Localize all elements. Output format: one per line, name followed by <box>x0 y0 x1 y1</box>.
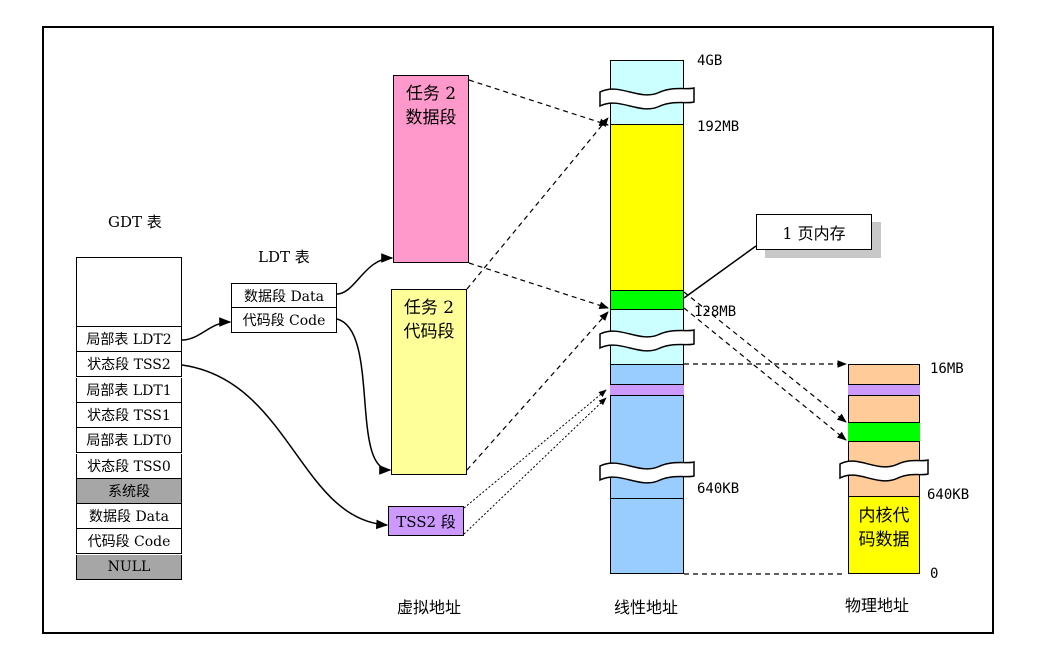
physical-label-0: 0 <box>930 566 939 582</box>
linear-yellow-region <box>610 124 684 290</box>
linear-break-low <box>599 460 695 484</box>
tss2-segment: TSS2 段 <box>388 506 464 536</box>
gdt-row: 数据段 Data <box>76 504 182 530</box>
linear-label-640kb: 640KB <box>697 481 740 497</box>
gdt-row: 状态段 TSS1 <box>76 402 182 428</box>
physical-label-640kb: 640KB <box>927 487 970 503</box>
physical-label-16mb: 16MB <box>930 361 964 377</box>
linear-label-4gb: 4GB <box>697 53 723 69</box>
physical-tss-purple <box>848 384 920 396</box>
ldt-data-row: 数据段 Data <box>231 283 337 308</box>
linear-break-top <box>599 86 695 110</box>
task2-code-segment-line1: 任务 2 <box>403 298 455 318</box>
linear-label-128mb: 128MB <box>694 304 737 320</box>
physical-address-caption: 物理地址 <box>845 596 910 615</box>
ldt-title: LDT 表 <box>258 248 310 266</box>
task2-code-segment <box>391 289 467 475</box>
virtual-address-caption: 虚拟地址 <box>397 598 462 617</box>
physical-kernel-region <box>848 496 920 574</box>
linear-label-192mb: 192MB <box>697 119 740 135</box>
task2-data-segment-line2: 数据段 <box>405 108 457 128</box>
page-memory-callout: 1 页内存 <box>756 214 872 250</box>
kernel-line2: 码数据 <box>858 530 910 550</box>
gdt-row: 系统段 <box>76 478 182 504</box>
physical-page-green <box>848 422 920 442</box>
task2-data-segment-line1: 任务 2 <box>405 84 457 104</box>
gdt-row: 局部表 LDT2 <box>76 327 182 352</box>
gdt-row: 状态段 TSS0 <box>76 453 182 479</box>
physical-break <box>839 458 929 482</box>
linear-address-caption: 线性地址 <box>614 598 679 617</box>
gdt-row: 局部表 LDT0 <box>76 428 182 454</box>
task2-data-segment <box>393 75 469 263</box>
gdt-top-empty <box>76 257 182 327</box>
ldt-code-row: 代码段 Code <box>231 308 337 333</box>
gdt-row: 状态段 TSS2 <box>76 352 182 378</box>
linear-tss-purple <box>610 384 684 396</box>
gdt-title: GDT 表 <box>108 213 162 231</box>
linear-page-green <box>610 290 684 310</box>
kernel-line1: 内核代 <box>858 506 910 526</box>
gdt-row: NULL <box>76 554 182 580</box>
gdt-row: 局部表 LDT1 <box>76 377 182 403</box>
linear-break-mid <box>599 328 695 352</box>
diagram-frame <box>42 26 994 634</box>
gdt-row: 代码段 Code <box>76 529 182 555</box>
task2-code-segment-line2: 代码段 <box>403 322 455 342</box>
linear-640kb-line <box>610 498 684 499</box>
